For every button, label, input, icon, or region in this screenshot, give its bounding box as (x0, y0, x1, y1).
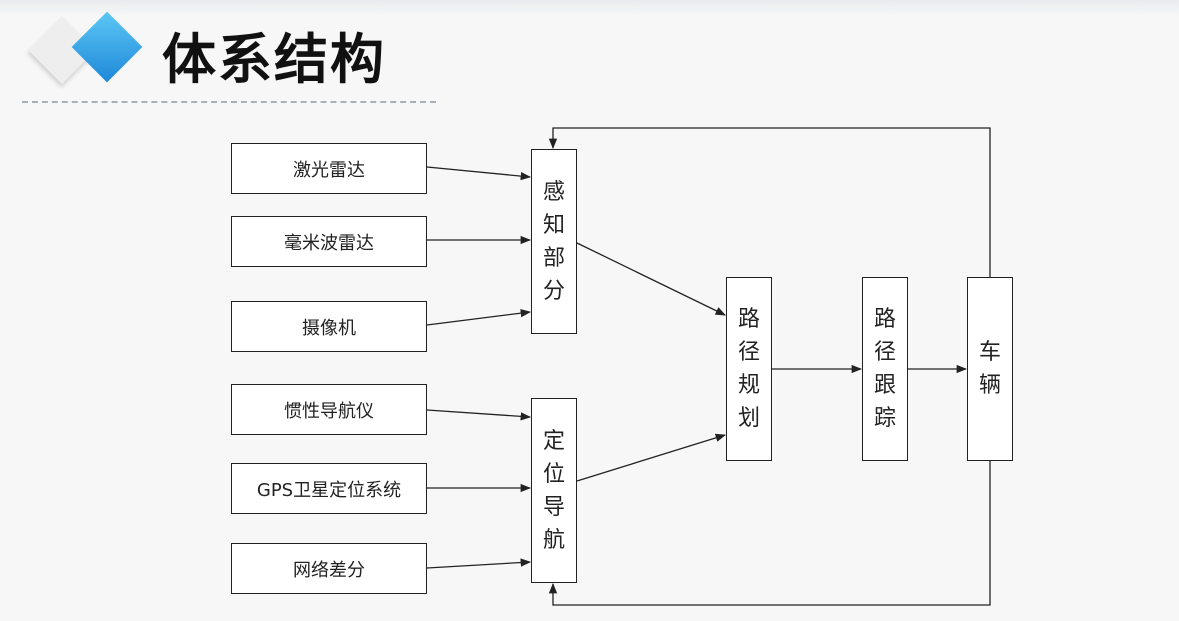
block-perception-label: 感知部分 (543, 179, 566, 304)
box-mmwave-radar-label: 毫米波雷达 (284, 232, 374, 254)
block-localization: 定位导航 (531, 398, 577, 583)
block-path-planning-label: 路径规划 (738, 307, 761, 431)
feedback-vehicle-to-perception (548, 127, 991, 277)
block-localization-label: 定位导航 (543, 428, 566, 553)
top-band (0, 0, 1179, 16)
box-laser-radar: 激光雷达 (231, 143, 427, 194)
arrow-localization-to-planning (576, 433, 726, 482)
box-mmwave-radar: 毫米波雷达 (231, 216, 427, 267)
page-title: 体系结构 (162, 28, 386, 91)
feedback-vehicle-to-localization (548, 461, 991, 606)
block-path-planning: 路径规划 (726, 277, 772, 461)
block-perception: 感知部分 (531, 149, 577, 334)
box-camera: 摄像机 (231, 301, 427, 352)
title-divider (22, 101, 436, 103)
box-laser-radar-label: 激光雷达 (293, 159, 365, 181)
block-vehicle-label: 车辆 (979, 340, 1002, 398)
box-gps-label: GPS卫星定位系统 (256, 479, 402, 501)
block-path-tracking: 路径跟踪 (862, 277, 908, 461)
arrow-camera-to-perception (426, 309, 532, 326)
box-network-diff: 网络差分 (231, 543, 427, 594)
arrow-imu-to-localization (426, 409, 532, 421)
arrow-diff-to-localization (426, 558, 532, 569)
box-network-diff-label: 网络差分 (293, 559, 365, 581)
block-path-tracking-label: 路径跟踪 (874, 307, 897, 431)
arrow-laser-to-perception (426, 166, 532, 181)
box-camera-label: 摄像机 (302, 317, 356, 339)
box-gps: GPS卫星定位系统 (231, 463, 427, 514)
arrow-perception-to-planning (576, 242, 726, 316)
box-imu-label: 惯性导航仪 (284, 400, 374, 422)
box-imu: 惯性导航仪 (231, 384, 427, 435)
block-vehicle: 车辆 (967, 277, 1013, 461)
